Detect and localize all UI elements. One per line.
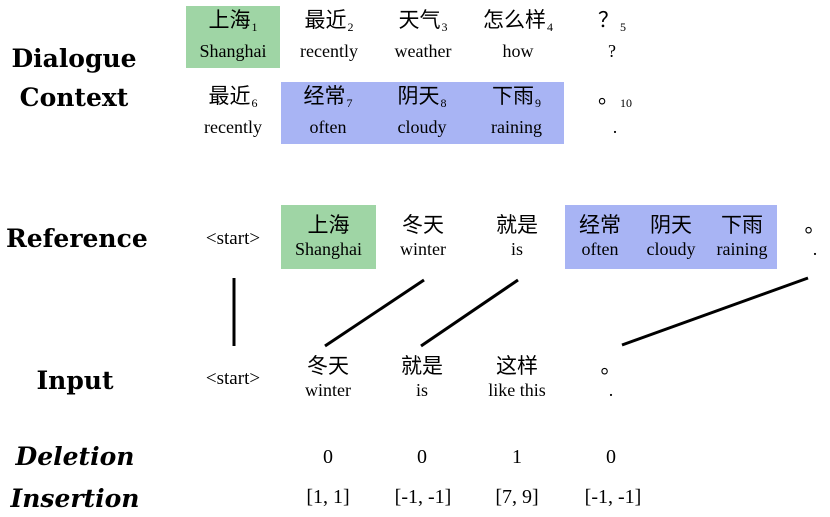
- context-token: 经常7 often: [281, 82, 375, 144]
- input-token: 冬天 winter: [305, 354, 351, 400]
- input-token: 就是 is: [401, 354, 443, 400]
- context-token: 最近6 recently: [204, 84, 262, 137]
- context-token: 。10 .: [598, 84, 632, 137]
- alignment-line: [621, 276, 809, 347]
- context-token: ？5 ?: [598, 8, 626, 61]
- label-deletion: Deletion: [15, 442, 135, 471]
- alignment-line: [324, 278, 425, 348]
- context-token: 天气3 weather: [394, 8, 452, 61]
- input-token: 这样 like this: [488, 354, 546, 400]
- context-token: 怎么样4 how: [483, 8, 553, 61]
- insertion-value: [-1, -1]: [584, 486, 642, 508]
- deletion-value: 1: [512, 446, 522, 468]
- insertion-value: [7, 9]: [495, 486, 539, 508]
- label-reference: Reference: [6, 224, 148, 253]
- insertion-value: [1, 1]: [306, 486, 350, 508]
- reference-token: 上海 Shanghai: [281, 205, 376, 269]
- context-token: 上海1 Shanghai: [186, 6, 280, 68]
- reference-token: 冬天 winter: [400, 213, 446, 259]
- deletion-value: 0: [606, 446, 616, 468]
- deletion-value: 0: [323, 446, 333, 468]
- context-token: 最近2 recently: [300, 8, 358, 61]
- input-start: <start>: [205, 368, 261, 389]
- reference-token: 下雨 raining: [707, 205, 777, 269]
- insertion-value: [-1, -1]: [394, 486, 452, 508]
- reference-token: 。 .: [804, 213, 826, 259]
- alignment-line: [420, 278, 519, 348]
- label-dialogue-context: Dialogue Context: [11, 44, 137, 112]
- context-token: 下雨9 raining: [469, 82, 564, 144]
- input-token: 。 .: [600, 354, 622, 400]
- reference-token: 阴天 cloudy: [635, 205, 707, 269]
- label-insertion: Insertion: [10, 484, 140, 513]
- reference-start: <start>: [205, 228, 261, 249]
- reference-token: 经常 often: [565, 205, 635, 269]
- context-token: 阴天8 cloudy: [375, 82, 469, 144]
- deletion-value: 0: [417, 446, 427, 468]
- reference-token: 就是 is: [496, 213, 538, 259]
- label-input: Input: [36, 366, 114, 395]
